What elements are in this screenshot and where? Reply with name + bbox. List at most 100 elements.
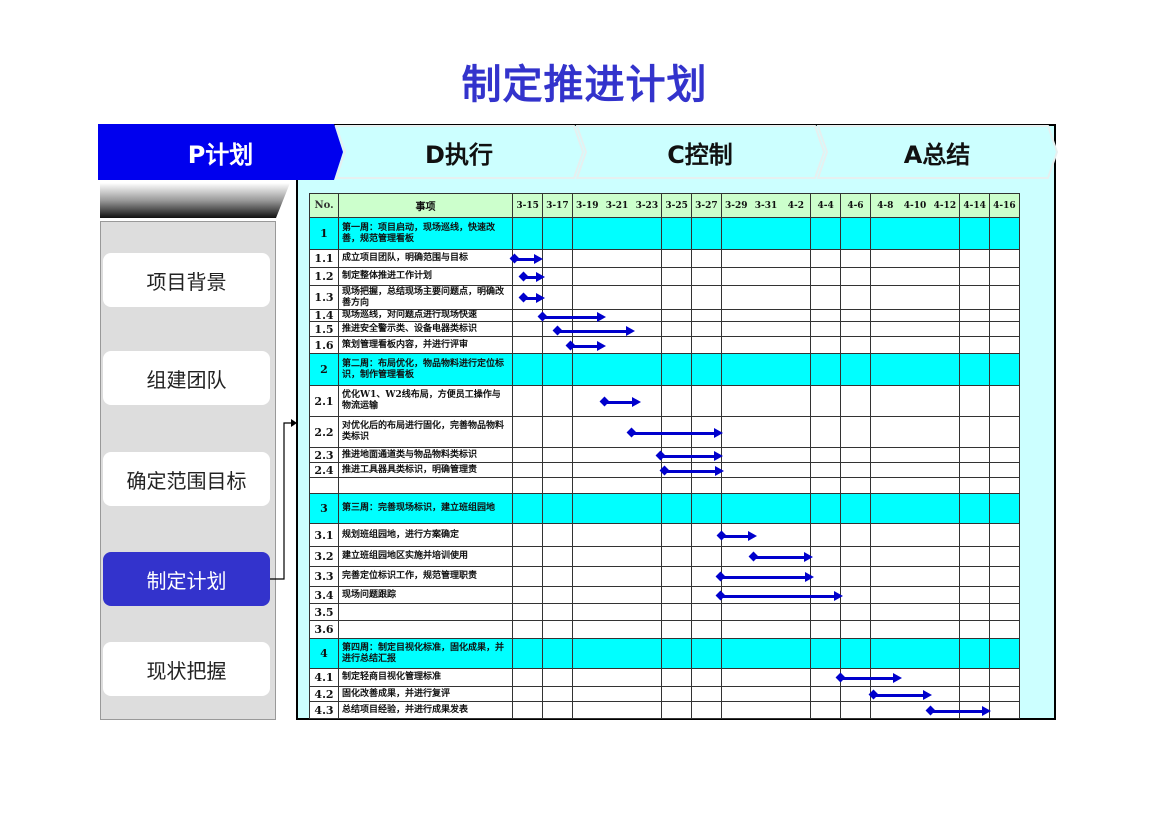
gantt-cell [840,524,872,547]
tab-plan-shape [98,124,343,180]
gantt-cell [811,337,842,354]
gantt-cell [989,286,1021,310]
gantt-cell [781,478,812,494]
gantt-cell [632,621,663,639]
gantt-cell [542,494,574,524]
gantt-cell [751,687,782,702]
gantt-cell [691,322,723,337]
gantt-cell [513,218,544,250]
tab-check-label: C控制 [667,140,733,169]
gantt-cell [811,218,842,250]
gantt-cell [721,322,752,337]
gantt-cell [542,478,574,494]
gantt-cell [542,417,574,448]
gantt-cell [811,322,842,337]
row-item: 策划管理看板内容，并进行评审 [339,337,513,354]
tab-do-shape [334,125,584,179]
gantt-cell [900,218,931,250]
gantt-cell [870,621,901,639]
sidebar-item-project-background[interactable]: 项目背景 [103,253,270,307]
tab-check[interactable]: C控制 [575,124,825,180]
gantt-cell [662,687,693,702]
gantt-cell [870,218,901,250]
gantt-cell [691,621,723,639]
gantt-cell [781,310,812,322]
gantt-cell [900,354,931,386]
gantt-cell [602,354,633,386]
gantt-cell [632,463,663,478]
gantt-cell [602,669,633,687]
sidebar-item-status-grasp[interactable]: 现状把握 [103,642,270,696]
gantt-cell [691,286,723,310]
gantt-cell [542,286,574,310]
row-number: 1.4 [309,310,339,322]
gantt-cell [513,417,544,448]
gantt-cell [572,567,603,587]
gantt-cell [542,687,574,702]
row-item: 现场把握，总结现场主要问题点，明确改善方向 [339,286,513,310]
gantt-cell [930,337,961,354]
gantt-cell [602,286,633,310]
date-header: 3-23 [632,193,663,218]
date-header: 3-19 [572,193,603,218]
row-number: 1.3 [309,286,339,310]
gantt-cell [721,250,752,268]
gantt-cell [602,494,633,524]
row-item [339,604,513,621]
tab-act[interactable]: A总结 [816,124,1058,180]
gantt-cell [572,524,603,547]
gantt-cell [781,639,812,669]
gantt-cell [989,567,1021,587]
gantt-cell [781,524,812,547]
gantt-cell [989,669,1021,687]
gantt-cell [989,547,1021,567]
page-title: 制定推进计划 [461,62,708,108]
tab-plan[interactable]: P计划 [98,124,343,180]
gantt-cell [989,687,1021,702]
gantt-cell [960,547,991,567]
row-number: 2.3 [309,448,339,463]
gantt-cell [840,354,872,386]
gantt-cell [840,250,872,268]
gantt-cell [721,639,752,669]
gantt-cell [811,448,842,463]
row-item: 优化W1、W2线布局，方便员工操作与物流运输 [339,386,513,417]
gantt-cell [632,687,663,702]
sidebar-item-make-plan[interactable]: 制定计划 [103,552,270,606]
gantt-cell [751,417,782,448]
tab-do-label: D执行 [425,140,493,169]
tab-check-shape [575,125,825,179]
row-number: 4.3 [309,702,339,719]
gantt-cell [751,448,782,463]
gantt-cell [930,286,961,310]
row-item: 第三周：完善现场标识，建立班组园地 [339,494,513,524]
sidebar-item-define-scope[interactable]: 确定范围目标 [103,452,270,506]
gantt-cell [989,322,1021,337]
gantt-cell [840,337,872,354]
gantt-bar [565,340,606,351]
gantt-cell [572,669,603,687]
gantt-cell [602,310,633,322]
gantt-cell [513,386,544,417]
gantt-cell [900,524,931,547]
gantt-cell [870,322,901,337]
gantt-cell [513,639,544,669]
gantt-cell [513,494,544,524]
gantt-cell [960,386,991,417]
gantt-cell [840,286,872,310]
gantt-cell [751,354,782,386]
tab-do[interactable]: D执行 [334,124,584,180]
gantt-cell [989,268,1021,286]
gantt-cell [930,448,961,463]
row-item: 总结项目经验，并进行成果发表 [339,702,513,719]
sidebar-item-build-team[interactable]: 组建团队 [103,351,270,405]
bar-end-arrow-icon [982,705,991,716]
gantt-cell [781,386,812,417]
gantt-cell [870,286,901,310]
gantt-cell [572,354,603,386]
row-number: 3.2 [309,547,339,567]
bar-end-arrow-icon [715,465,724,476]
gantt-cell [662,286,693,310]
gantt-cell [811,687,842,702]
gantt-cell [691,354,723,386]
